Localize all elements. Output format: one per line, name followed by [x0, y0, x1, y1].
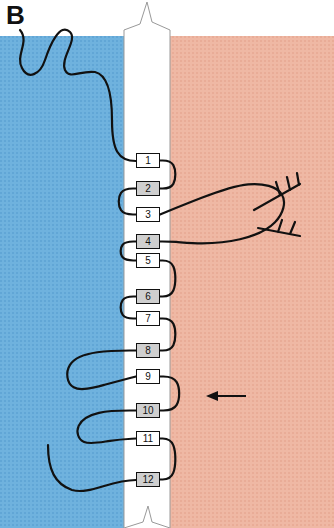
pointer-arrow — [214, 395, 246, 397]
panel-label: B — [6, 0, 25, 31]
transmembrane-segment: 8 — [136, 343, 160, 358]
membrane-band — [124, 2, 170, 528]
polypeptide-loop — [78, 411, 136, 444]
segment-number: 5 — [145, 255, 151, 266]
transmembrane-segment: 7 — [136, 311, 160, 326]
segment-number: 3 — [145, 209, 151, 220]
segment-number: 12 — [142, 474, 153, 485]
polypeptide-loop — [121, 297, 136, 319]
polypeptide-loop — [160, 161, 175, 189]
segment-number: 1 — [145, 155, 151, 166]
transmembrane-segment: 5 — [136, 253, 160, 268]
transmembrane-segment: 9 — [136, 369, 160, 384]
segment-number: 11 — [143, 433, 153, 444]
polypeptide-loop — [160, 261, 175, 297]
transmembrane-segment: 1 — [136, 153, 160, 168]
transmembrane-segment: 3 — [136, 207, 160, 222]
segment-number: 9 — [145, 371, 151, 382]
polypeptide-loop — [160, 184, 284, 243]
segment-number: 8 — [145, 345, 151, 356]
pointer-arrowhead — [206, 391, 218, 401]
transmembrane-segment: 11 — [136, 431, 160, 446]
transmembrane-segment: 2 — [136, 181, 160, 196]
glycosylation-tree — [254, 173, 300, 210]
polypeptide-loop — [160, 319, 175, 351]
transmembrane-segment: 10 — [136, 403, 160, 418]
transmembrane-segment: 4 — [136, 234, 160, 249]
segment-number: 4 — [145, 236, 151, 247]
transmembrane-segment: 12 — [136, 472, 160, 487]
glycosylation-tree — [258, 220, 300, 236]
extracellular-region — [170, 36, 334, 528]
segment-number: 7 — [145, 313, 151, 324]
polypeptide-loop — [121, 242, 136, 261]
c-terminus — [48, 445, 136, 491]
transmembrane-segment: 6 — [136, 289, 160, 304]
n-terminus — [20, 30, 136, 161]
segment-number: 6 — [145, 291, 151, 302]
cytoplasm-region — [0, 36, 124, 528]
polypeptide-loop — [67, 351, 136, 390]
segment-number: 2 — [145, 183, 151, 194]
polypeptide-loop — [160, 377, 179, 411]
polypeptide-loop — [160, 439, 175, 480]
polypeptide-loop — [119, 189, 136, 215]
segment-number: 10 — [142, 405, 153, 416]
